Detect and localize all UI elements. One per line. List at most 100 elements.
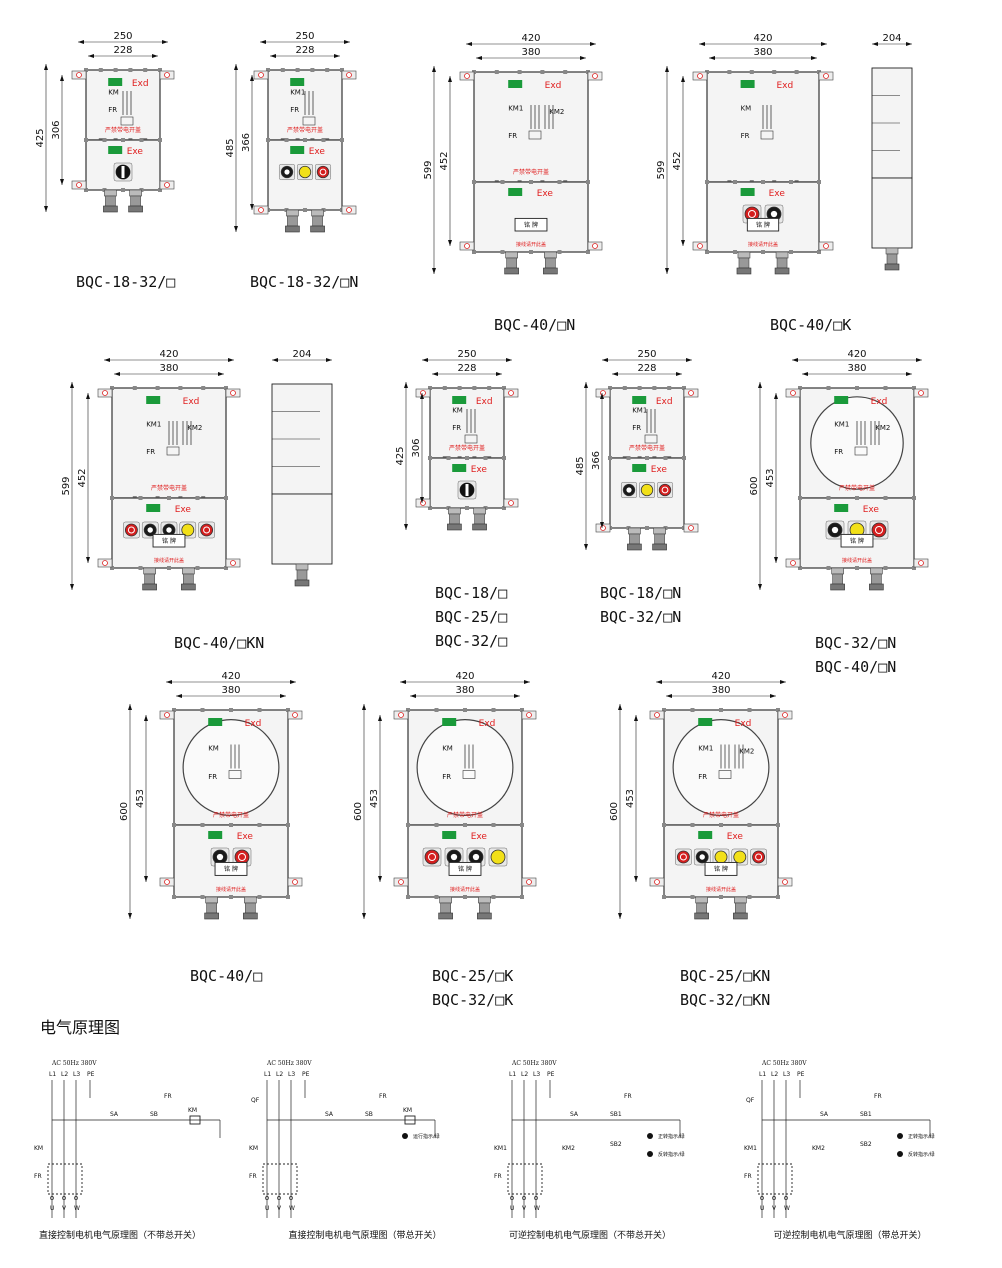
button-face	[733, 850, 747, 864]
dimension-label: 452	[77, 468, 88, 487]
exe-label: Exe	[863, 505, 880, 515]
dimension-label: 250	[457, 349, 476, 360]
exe-label: Exe	[537, 189, 554, 199]
bolt	[557, 180, 562, 184]
bolt	[463, 708, 467, 712]
logo-mark	[208, 718, 223, 726]
arrow	[404, 382, 408, 388]
gland-nut	[205, 896, 218, 904]
button-mark	[770, 210, 778, 218]
km2-label: KM2	[875, 424, 890, 432]
logo-mark	[146, 504, 161, 512]
button-face	[298, 165, 312, 179]
bolt	[266, 68, 270, 72]
fr-box	[262, 1163, 298, 1195]
cable-gland	[128, 189, 143, 213]
km-label: KM	[34, 1145, 43, 1152]
control-button	[466, 847, 486, 867]
arrow	[176, 694, 182, 698]
bolt	[224, 566, 228, 570]
bolt	[303, 208, 307, 212]
mount-hole	[420, 390, 426, 396]
bolt	[434, 895, 439, 899]
bolt	[798, 566, 802, 570]
bolt	[286, 708, 290, 712]
coil	[189, 1115, 201, 1125]
logo-mark	[442, 831, 457, 839]
wiring-note: 接线请开此盖	[516, 241, 546, 248]
gland-body	[287, 215, 298, 227]
bolt	[652, 386, 657, 390]
bolt	[622, 386, 627, 390]
bolt	[557, 250, 562, 254]
control-button	[422, 847, 442, 867]
gland-cap	[504, 267, 519, 275]
bolt	[428, 456, 432, 460]
bolt	[110, 386, 114, 390]
bolt	[110, 566, 114, 570]
gland-nut	[628, 527, 641, 535]
cable-gland	[472, 507, 487, 531]
control-button	[278, 163, 296, 181]
lamp-label: 反转指示/绿	[658, 1151, 685, 1158]
bolt	[855, 496, 859, 500]
bolt	[776, 895, 780, 899]
bolt	[229, 708, 233, 712]
arrow	[758, 382, 762, 388]
side-view: 204	[271, 349, 333, 587]
bolt	[826, 386, 831, 390]
gland-cap	[774, 267, 790, 275]
arrow	[290, 680, 296, 684]
arrow	[906, 372, 912, 376]
circuit-caption: 可逆控制电机电气原理图（不带总开关）	[508, 1231, 672, 1241]
gland-nut	[775, 251, 789, 259]
bolt	[749, 70, 754, 74]
phase-label: L3	[288, 1071, 295, 1078]
wiring-note: 接线请开此盖	[216, 886, 246, 893]
side-lower	[271, 493, 333, 565]
logo-mark	[442, 718, 457, 726]
dimension-label: 380	[455, 685, 474, 696]
mount-hole	[526, 712, 532, 718]
dimension-label: 425	[35, 128, 46, 147]
lamp-label: 正转指示/绿	[908, 1133, 935, 1140]
bolt	[229, 895, 233, 899]
gland-cap	[294, 579, 310, 587]
mount-hole	[782, 879, 788, 885]
exd-label: Exd	[245, 719, 262, 729]
bolt	[121, 188, 125, 192]
km-label: KM	[741, 105, 752, 113]
arrow	[272, 358, 278, 362]
dimension-label: 452	[439, 151, 450, 170]
arrow	[86, 393, 90, 399]
sb1-label: SB1	[610, 1111, 622, 1118]
wiring-note: 接线请开此盖	[154, 557, 184, 564]
bolt	[406, 708, 410, 712]
bolt	[520, 708, 524, 712]
logo-mark	[632, 396, 647, 404]
arrow	[420, 497, 424, 503]
terminal	[74, 1196, 78, 1200]
cable-gland	[438, 896, 453, 920]
gland-nut	[473, 507, 486, 515]
dimension-label: 228	[113, 45, 132, 56]
mount-hole	[164, 72, 170, 78]
bolt	[224, 496, 228, 500]
selector-bar	[121, 166, 125, 178]
arrow	[228, 358, 234, 362]
gland-body	[440, 902, 451, 914]
dimension-label: 453	[625, 789, 636, 808]
km-label: KM	[208, 744, 219, 752]
exd-label: Exd	[545, 81, 562, 91]
button-mark	[203, 526, 211, 534]
bolt	[257, 708, 262, 712]
arrow	[44, 206, 48, 212]
fr-block	[760, 130, 774, 140]
gland-body	[629, 533, 640, 545]
bolt	[172, 708, 176, 712]
brand-logo	[108, 78, 123, 86]
brand-logo	[452, 464, 467, 472]
fr-label: FR	[494, 1173, 502, 1180]
bolt	[719, 823, 723, 827]
